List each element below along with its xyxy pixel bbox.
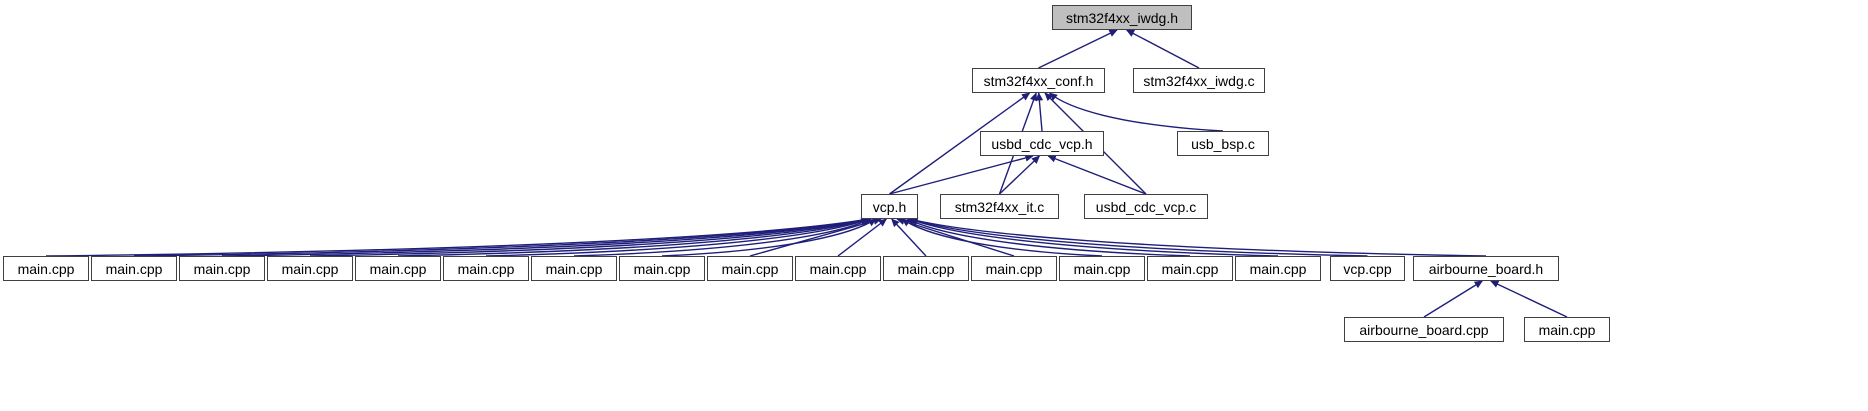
graph-node-main-cpp[interactable]: main.cpp [179,256,265,281]
graph-node-label: main.cpp [1161,260,1219,277]
graph-node-label: stm32f4xx_it.c [954,198,1045,215]
graph-node-main-cpp[interactable]: main.cpp [267,256,353,281]
graph-node-main-cpp[interactable]: main.cpp [355,256,441,281]
graph-edge [1423,280,1483,318]
graph-node-main-cpp[interactable]: main.cpp [1524,317,1610,342]
graph-edge [909,218,1279,257]
graph-edge [909,217,1487,257]
graph-node-main-cpp[interactable]: main.cpp [531,256,617,281]
graph-node-usbd-cdc-vcp-c[interactable]: usbd_cdc_vcp.c [1084,194,1208,219]
graph-node-label: main.cpp [545,260,603,277]
graph-node-stm32f4xx-iwdg-c[interactable]: stm32f4xx_iwdg.c [1133,68,1265,93]
graph-edge [1038,29,1118,69]
graph-node-label: main.cpp [985,260,1043,277]
graph-edge [309,217,870,257]
graph-edge [906,218,1191,257]
graph-node-main-cpp[interactable]: main.cpp [883,256,969,281]
graph-node-label: usb_bsp.c [1191,135,1255,152]
graph-node-label: main.cpp [1538,321,1596,338]
graph-edge [1125,29,1200,69]
graph-edge [999,155,1041,195]
graph-node-vcp-cpp[interactable]: vcp.cpp [1330,256,1405,281]
graph-node-label: airbourne_board.h [1428,260,1544,277]
graph-node-label: main.cpp [193,260,251,277]
graph-node-label: vcp.h [872,198,907,215]
graph-node-label: main.cpp [1073,260,1131,277]
graph-node-label: stm32f4xx_iwdg.c [1143,72,1255,89]
graph-edge [1048,92,1224,132]
graph-node-main-cpp[interactable]: main.cpp [795,256,881,281]
graph-node-label: vcp.cpp [1343,260,1392,277]
graph-edge [837,218,888,257]
graph-node-label: usbd_cdc_vcp.c [1095,198,1197,215]
graph-node-airbourne-board-cpp[interactable]: airbourne_board.cpp [1344,317,1504,342]
graph-edge [1490,280,1568,318]
graph-node-main-cpp[interactable]: main.cpp [619,256,705,281]
graph-edge [221,216,870,257]
graph-node-label: main.cpp [281,260,339,277]
graph-node-label: main.cpp [721,260,779,277]
graph-node-main-cpp[interactable]: main.cpp [971,256,1057,281]
graph-edge [749,217,882,257]
graph-node-vcp-h[interactable]: vcp.h [861,194,918,219]
graph-node-main-cpp[interactable]: main.cpp [3,256,89,281]
graph-node-label: stm32f4xx_iwdg.h [1065,9,1179,26]
graph-node-usbd-cdc-vcp-h[interactable]: usbd_cdc_vcp.h [980,131,1104,156]
graph-edge [889,92,1031,195]
graph-node-main-cpp[interactable]: main.cpp [91,256,177,281]
graph-node-main-cpp[interactable]: main.cpp [707,256,793,281]
graph-node-main-cpp[interactable]: main.cpp [1235,256,1321,281]
graph-edge [485,218,870,257]
graph-node-main-cpp[interactable]: main.cpp [1059,256,1145,281]
graph-node-label: main.cpp [633,260,691,277]
graph-edge [909,217,1368,257]
graph-node-label: stm32f4xx_conf.h [983,72,1094,89]
graph-node-label: usbd_cdc_vcp.h [991,135,1093,152]
graph-edge [661,218,877,257]
graph-edge [1047,155,1147,195]
graph-node-label: main.cpp [105,260,163,277]
graph-node-main-cpp[interactable]: main.cpp [443,256,529,281]
graph-edge [1035,92,1044,132]
graph-node-label: main.cpp [457,260,515,277]
graph-node-label: main.cpp [897,260,955,277]
graph-edge [397,217,870,257]
graph-edge [573,218,872,257]
graph-node-label: main.cpp [1249,260,1307,277]
graph-edge [133,216,870,257]
graph-node-stm32f4xx-conf-h[interactable]: stm32f4xx_conf.h [972,68,1105,93]
graph-node-label: main.cpp [17,260,75,277]
graph-node-label: airbourne_board.cpp [1359,321,1489,338]
graph-node-stm32f4xx-iwdg-h[interactable]: stm32f4xx_iwdg.h [1052,5,1192,30]
graph-node-usb-bsp-c[interactable]: usb_bsp.c [1177,131,1269,156]
graph-node-label: main.cpp [809,260,867,277]
graph-node-main-cpp[interactable]: main.cpp [1147,256,1233,281]
graph-node-airbourne-board-h[interactable]: airbourne_board.h [1413,256,1559,281]
graph-node-label: main.cpp [369,260,427,277]
graph-edge [889,154,1034,195]
graph-node-stm32f4xx-it-c[interactable]: stm32f4xx_it.c [940,194,1059,219]
graph-edge [891,218,927,257]
